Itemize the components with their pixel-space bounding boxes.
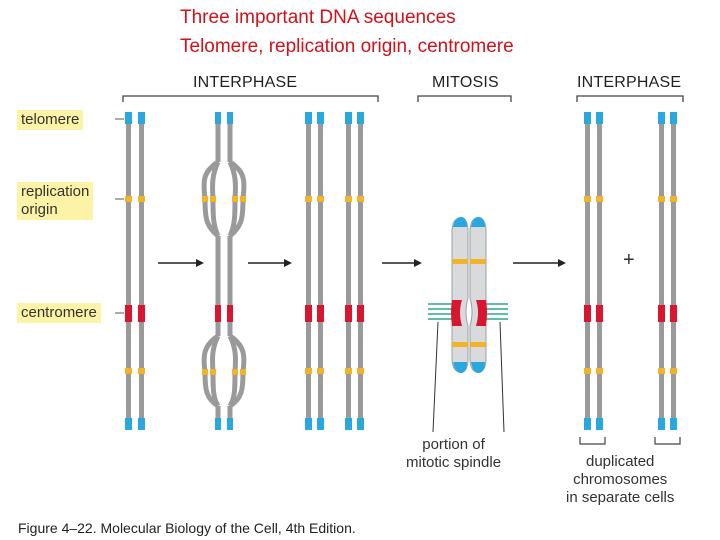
origin-mark — [232, 196, 238, 202]
kinetochore-right — [476, 300, 487, 326]
label-connectors — [115, 118, 124, 314]
centromere-mark — [138, 305, 145, 322]
page-title-line1: Three important DNA sequences — [180, 7, 456, 28]
kinetochore-left — [451, 300, 462, 326]
telomere-mark — [227, 418, 233, 430]
telomere-mark — [215, 418, 221, 430]
spindle-pointer — [432, 321, 439, 433]
origin-mark — [240, 196, 246, 202]
centromere-mark — [215, 305, 221, 322]
strand — [139, 112, 144, 430]
section-interphase-right: INTERPHASE — [577, 74, 682, 91]
origin-mark — [125, 368, 132, 374]
origin-mark — [232, 369, 238, 375]
label-replication-origin-line2: origin — [21, 201, 58, 218]
telomere-mark — [227, 112, 233, 124]
telomere-mark — [138, 418, 145, 430]
duplicated-annotation-line2: chromosomes — [573, 471, 668, 488]
origin-mark — [138, 368, 145, 374]
spindle-pointer — [499, 321, 505, 433]
sister-chromatid-left — [451, 217, 469, 373]
origin-mark — [125, 196, 132, 202]
label-centromere: centromere — [17, 303, 101, 323]
spindle-annotation: portion of mitotic spindle — [406, 436, 501, 472]
bracket-interphase-right — [576, 95, 684, 102]
label-replication-origin: replication origin — [17, 182, 94, 220]
origin-mark — [240, 369, 246, 375]
origin-mark — [210, 196, 216, 202]
bracket-mitosis — [417, 95, 512, 102]
origin-mark — [202, 196, 208, 202]
separated-brackets — [579, 437, 681, 445]
chromosome-replicating — [201, 112, 247, 430]
label-telomere: telomere — [17, 110, 84, 130]
plus-sign: + — [623, 249, 635, 271]
telomere-mark — [215, 112, 221, 124]
duplicated-annotation-line1: duplicated — [586, 453, 655, 470]
chromosome-unreplicated — [125, 112, 145, 430]
telomere-mark — [138, 112, 145, 124]
origin-mark — [202, 369, 208, 375]
process-arrows — [158, 259, 566, 267]
section-interphase-left: INTERPHASE — [193, 74, 298, 91]
section-mitosis: MITOSIS — [432, 74, 499, 91]
bracket-interphase-left — [122, 95, 379, 102]
label-replication-origin-line1: replication — [21, 183, 90, 200]
duplicated-annotation: duplicated chromosomes in separate cells — [566, 453, 674, 507]
origin-mark — [138, 196, 145, 202]
figure-caption: Figure 4–22. Molecular Biology of the Ce… — [18, 520, 356, 536]
mitotic-chromosome — [428, 217, 508, 433]
page-title-line2: Telomere, replication origin, centromere — [180, 36, 514, 57]
section-brackets — [122, 95, 684, 102]
spindle-annotation-line1: portion of — [422, 436, 485, 453]
chromosome-separated — [579, 112, 681, 445]
duplicated-annotation-line3: in separate cells — [566, 489, 675, 506]
spindle-annotation-line2: mitotic spindle — [406, 454, 502, 471]
origin-mark — [210, 369, 216, 375]
sister-chromatid-right — [469, 217, 487, 373]
strand — [126, 112, 131, 430]
spindle-fibers — [428, 303, 508, 320]
centromere-mark — [227, 305, 233, 322]
chromosome-replicated-pair — [305, 112, 364, 430]
telomere-mark — [125, 418, 132, 430]
centromere-mark — [125, 305, 132, 322]
telomere-mark — [125, 112, 132, 124]
